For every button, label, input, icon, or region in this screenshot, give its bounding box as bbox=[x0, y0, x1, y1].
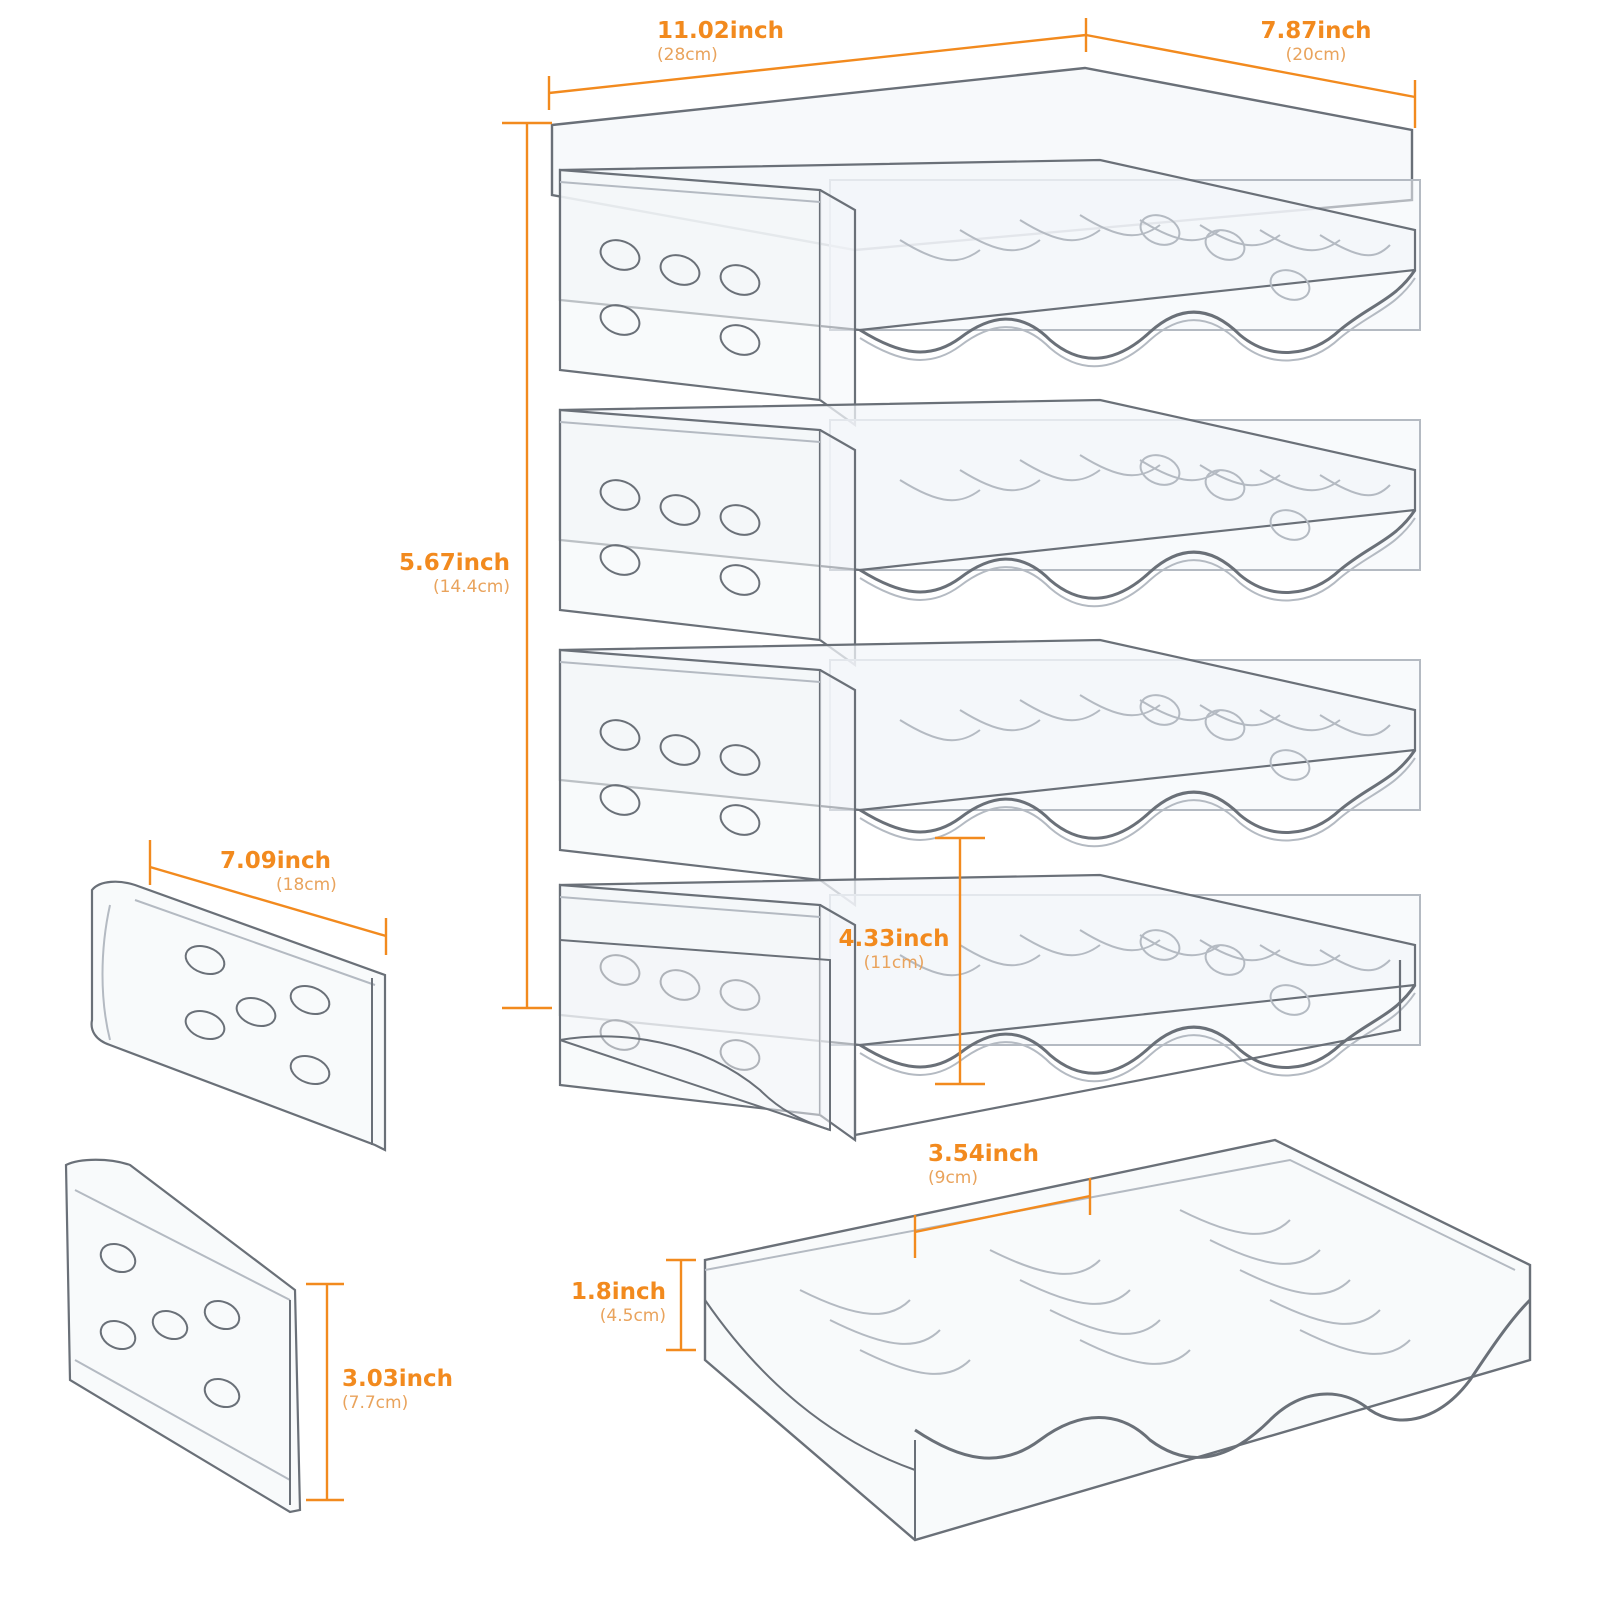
dimension-lines bbox=[148, 18, 1417, 1502]
side-panel-length-inch: 7.09inch bbox=[220, 848, 332, 874]
label-tier-spacing: 4.33inch (11cm) bbox=[836, 928, 952, 972]
side-panel-length-cm: (18cm) bbox=[276, 875, 337, 895]
tier-spacing-cm: (11cm) bbox=[863, 953, 925, 973]
side-panel-front bbox=[64, 1158, 302, 1514]
slot-width-inch: 3.54inch bbox=[928, 1141, 1040, 1167]
tray-height-cm: (4.5cm) bbox=[599, 1306, 666, 1326]
side-panel-angled bbox=[90, 880, 387, 1152]
wine-rack-stack bbox=[550, 66, 1422, 1142]
total-height-cm: (14.4cm) bbox=[432, 577, 510, 597]
label-side-panel-height: 3.03inch (7.7cm) bbox=[342, 1368, 453, 1412]
total-height-inch: 5.67inch bbox=[398, 550, 510, 576]
tier-spacing-inch: 4.33inch bbox=[838, 926, 950, 952]
slot-width-cm: (9cm) bbox=[928, 1168, 978, 1188]
label-slot-width: 3.54inch (9cm) bbox=[928, 1143, 1039, 1187]
label-total-height: 5.67inch (14.4cm) bbox=[380, 552, 510, 596]
top-width-cm: (28cm) bbox=[657, 45, 718, 65]
label-tray-height: 1.8inch (4.5cm) bbox=[540, 1281, 666, 1325]
label-side-panel-length: 7.09inch (18cm) bbox=[220, 850, 337, 894]
single-tray bbox=[703, 1138, 1532, 1542]
side-panel-height-inch: 3.03inch bbox=[342, 1366, 454, 1392]
tray-height-inch: 1.8inch bbox=[570, 1279, 666, 1305]
label-top-width: 11.02inch (28cm) bbox=[657, 20, 784, 64]
top-depth-cm: (20cm) bbox=[1285, 45, 1347, 65]
top-width-inch: 11.02inch bbox=[657, 18, 785, 44]
label-top-depth: 7.87inch (20cm) bbox=[1256, 20, 1376, 64]
top-depth-inch: 7.87inch bbox=[1260, 18, 1372, 44]
side-panel-height-cm: (7.7cm) bbox=[342, 1393, 409, 1413]
